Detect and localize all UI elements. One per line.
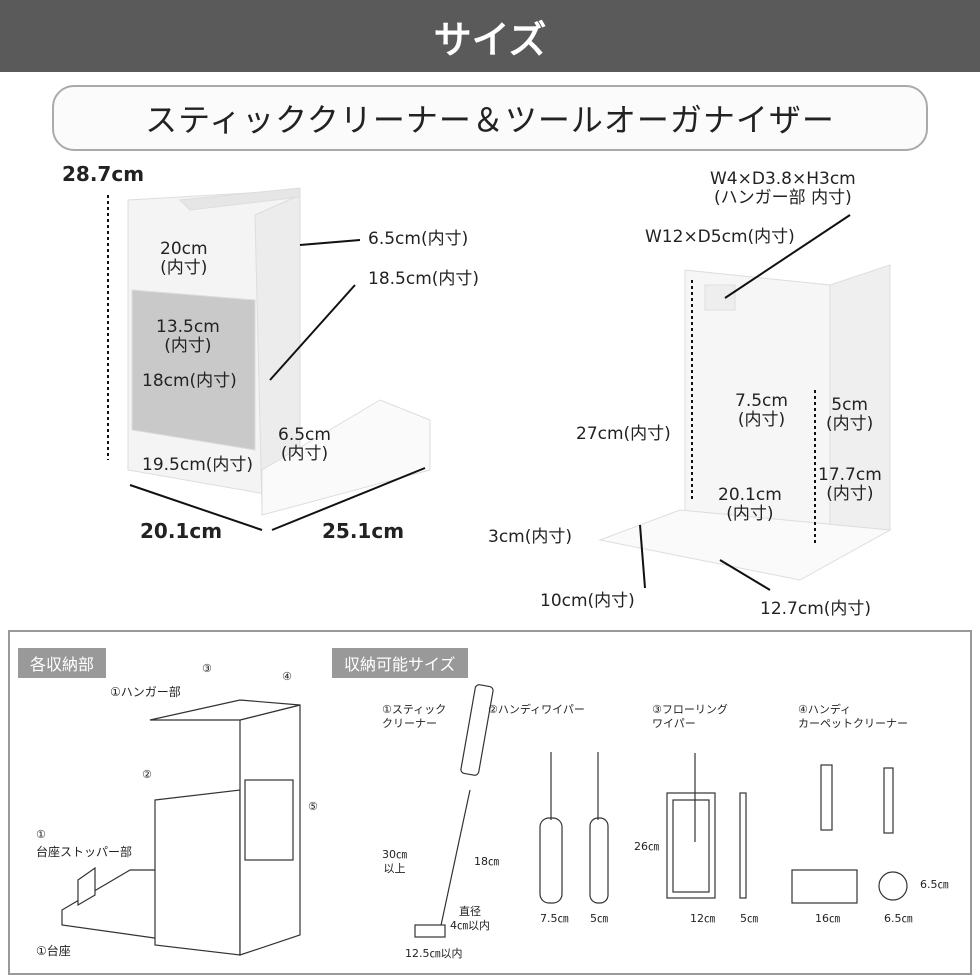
dim-base-width-right: 12.7cm(内寸) — [760, 599, 872, 619]
dim-c: 17.7cm (内寸) — [818, 465, 882, 504]
part-hanger: ①ハンガー部 — [110, 685, 181, 699]
dim-hanger: W4×D3.8×H3cm (ハンガー部 内寸) — [710, 169, 856, 208]
left-product-illustration — [127, 187, 431, 516]
item-3-dim-depth: 5㎝ — [740, 912, 758, 925]
item-2-dim-length: 18㎝ — [474, 855, 499, 868]
dim-base-depth: 10cm(内寸) — [540, 591, 635, 611]
dim-a: 7.5cm (内寸) — [735, 391, 788, 430]
storable-tag: 収納可能サイズ — [332, 648, 468, 678]
item-4-label: ④ハンディ カーペットクリーナー — [798, 703, 908, 730]
dim-stopper: 3cm(内寸) — [488, 527, 572, 547]
part-3: ③ — [202, 662, 212, 675]
dim-b: 5cm (内寸) — [826, 395, 874, 434]
item-4-dim-diameter: 6.5㎝ — [920, 878, 949, 891]
dim-top-box: W12×D5cm(内寸) — [645, 227, 795, 247]
dim-inner-height: 27cm(内寸) — [576, 424, 671, 444]
item-3-dim-length: 26㎝ — [634, 840, 659, 853]
dim-d: 20.1cm (内寸) — [718, 485, 782, 524]
part-stopper-num: ① — [36, 828, 46, 841]
item-4-dim-depth: 6.5㎝ — [884, 912, 913, 925]
item-2-dim-width: 7.5㎝ — [540, 912, 569, 925]
dim-front-depth: 6.5cm (内寸) — [278, 425, 331, 464]
details-panel — [8, 630, 972, 975]
dim-slot: 6.5cm(内寸) — [368, 229, 469, 249]
item-1-dim-width: 12.5㎝以内 — [405, 947, 463, 960]
left-dimension-lines — [107, 195, 426, 531]
right-dimension-lines — [639, 214, 851, 591]
dim-depth-inner: 18.5cm(内寸) — [368, 269, 480, 289]
right-product-illustration — [598, 264, 892, 581]
item-3-dim-width: 12㎝ — [690, 912, 715, 925]
dim-window-height: 13.5cm (内寸) — [156, 317, 220, 356]
part-4: ④ — [282, 670, 292, 683]
storable-items-diagram — [414, 684, 908, 938]
item-2-label: ②ハンディワイパー — [488, 703, 585, 716]
item-3-label: ③フローリング ワイパー — [652, 703, 728, 730]
item-1-label: ①スティック クリーナー — [382, 703, 447, 730]
parts-diagram — [61, 699, 301, 956]
dim-width: 20.1cm — [140, 519, 223, 543]
dim-window-width: 18cm(内寸) — [142, 371, 237, 391]
item-4-dim-width: 16㎝ — [815, 912, 840, 925]
part-2: ② — [142, 768, 152, 781]
dim-depth: 25.1cm — [322, 519, 405, 543]
item-2-dim-depth: 5㎝ — [590, 912, 608, 925]
parts-tag: 各収納部 — [18, 648, 107, 678]
part-base: ①台座 — [36, 944, 71, 958]
item-1-dim-height: 30㎝ 以上 — [382, 848, 407, 875]
dim-height: 28.7cm — [62, 162, 145, 186]
dim-base-width: 19.5cm(内寸) — [142, 455, 254, 475]
header-title: サイズ — [0, 0, 980, 72]
product-name: スティッククリーナー＆ツールオーガナイザー — [52, 85, 928, 151]
part-stopper: 台座ストッパー部 — [36, 845, 133, 859]
dim-top-inner: 20cm (内寸) — [160, 239, 208, 278]
part-5: ⑤ — [308, 800, 318, 813]
item-1-dim-diameter: 直径 4㎝以内 — [450, 905, 490, 932]
